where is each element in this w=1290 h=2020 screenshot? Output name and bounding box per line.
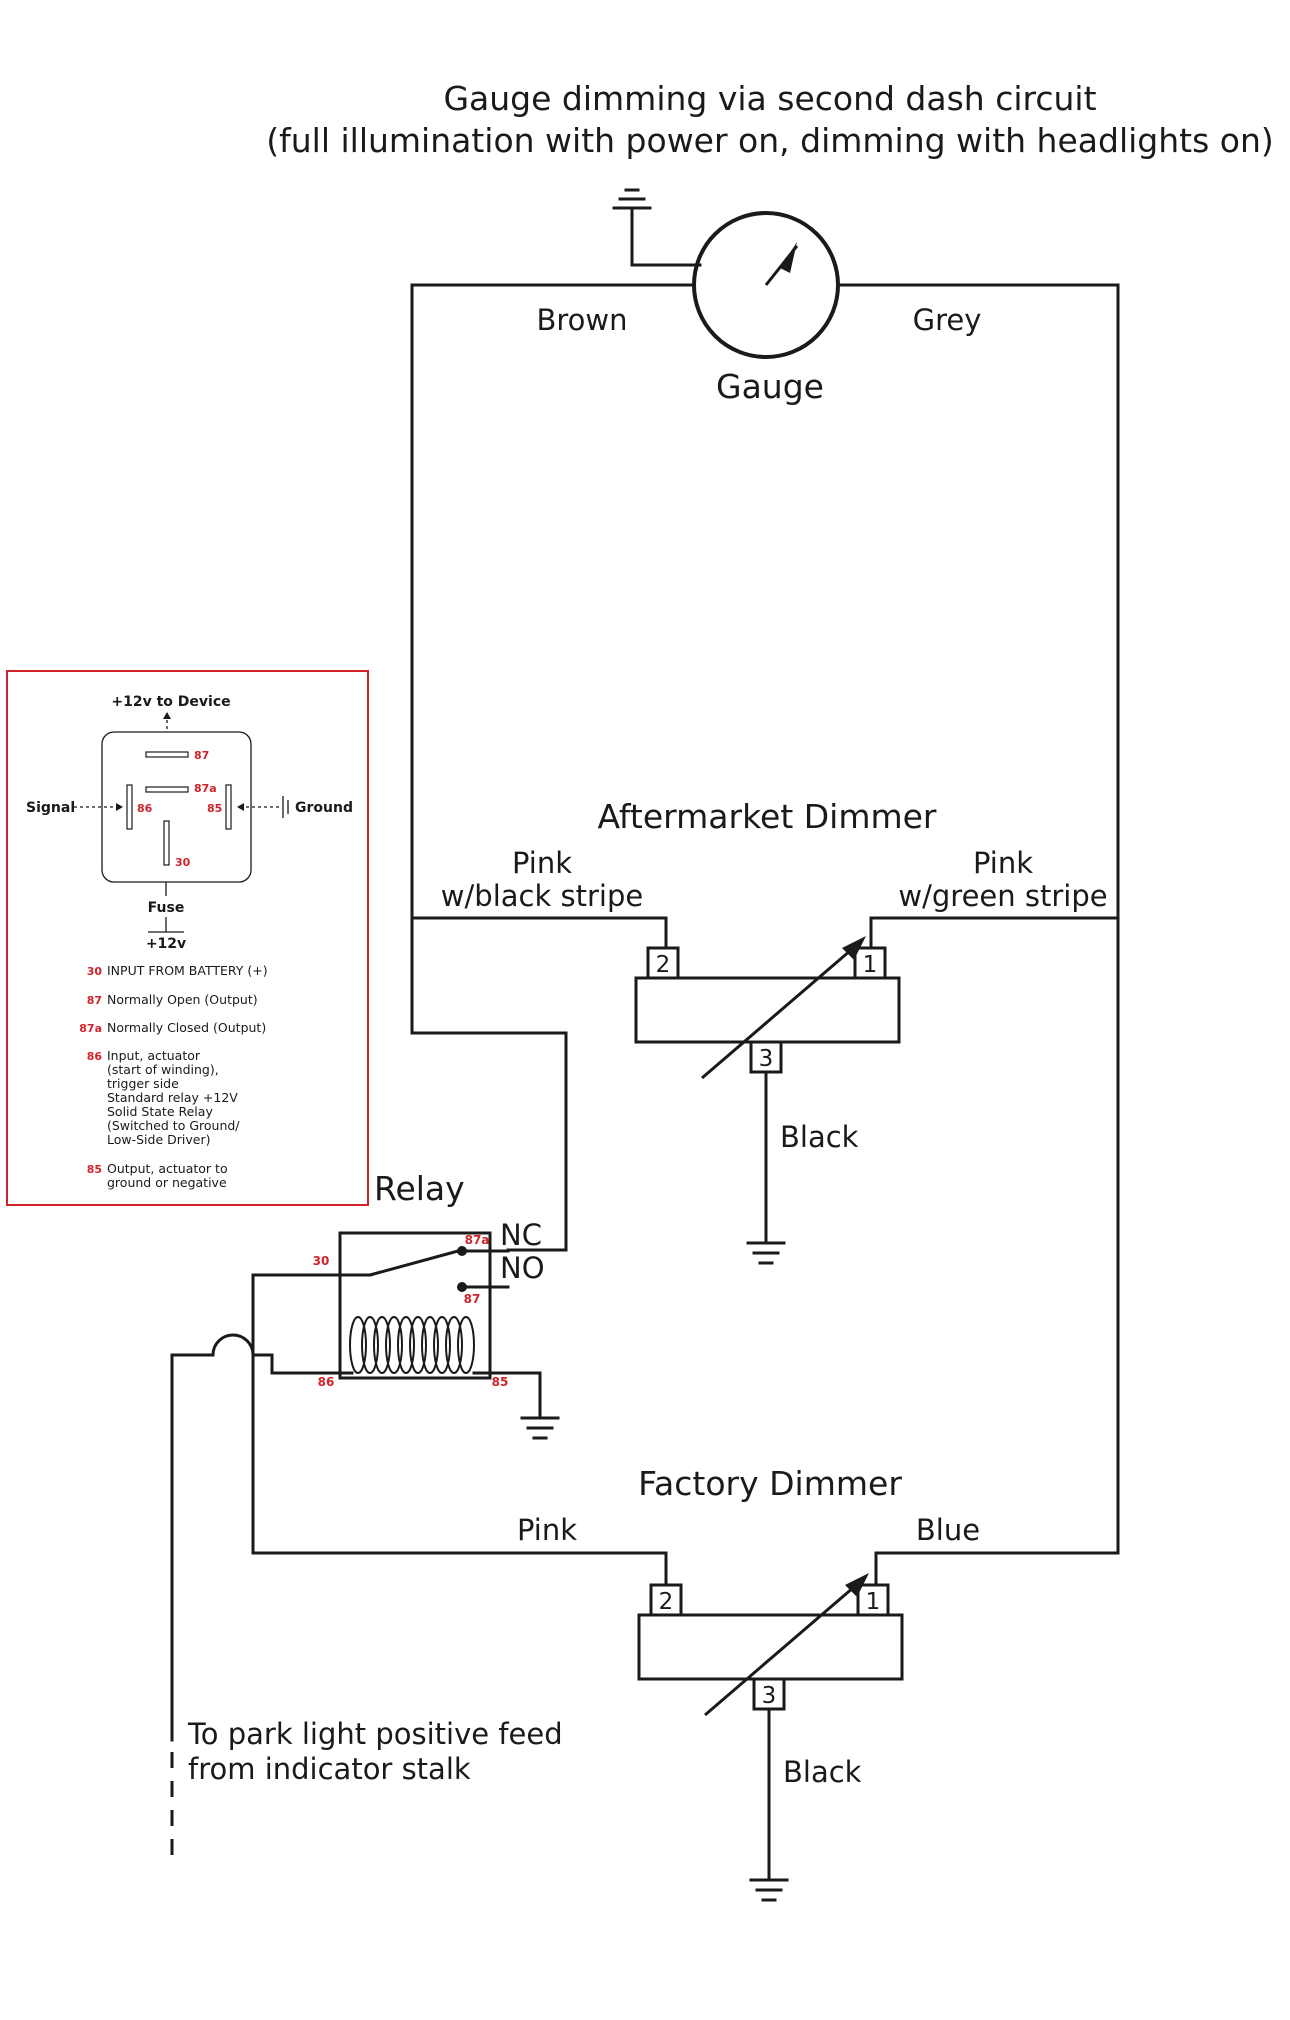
legend-entry-text: Normally Open (Output) <box>107 992 258 1007</box>
title-line-2: (full illumination with power on, dimmin… <box>266 121 1274 160</box>
factory-dimmer-title: Factory Dimmer <box>638 1464 902 1503</box>
legend-signal-arrow-icon <box>116 803 123 811</box>
legend-entry-text: (Switched to Ground/ <box>107 1118 240 1133</box>
legend-entry-text: INPUT FROM BATTERY (+) <box>107 963 268 978</box>
relay-no-label: NO <box>500 1251 545 1285</box>
legend-entry-pin: 87 <box>87 994 102 1007</box>
relay-nc-label: NC <box>500 1218 542 1252</box>
gauge-needle-tip <box>780 242 797 273</box>
gauge-label: Gauge <box>716 367 824 406</box>
aftermarket-pin-3-box <box>749 1040 783 1074</box>
wire-label-grey: Grey <box>913 303 982 337</box>
factory-variable-resistor-arrow-icon <box>704 1573 869 1717</box>
relay-pinout-legend: +12v to Device 87 87a 86 85 30 Signal Gr… <box>6 670 369 1206</box>
wire-label-pink-green-2: w/green stripe <box>898 879 1107 913</box>
legend-entry-text: trigger side <box>107 1076 179 1091</box>
aftermarket-pin-2-box <box>646 946 680 980</box>
pink-green-wire <box>869 916 1120 950</box>
legend-pin-87a: 87a <box>194 782 217 795</box>
relay-body <box>251 1231 542 1380</box>
gauge <box>692 211 840 359</box>
relay-pin-85: 85 <box>492 1375 509 1389</box>
legend-entry-text: Output, actuator to <box>107 1161 228 1176</box>
aftermarket-pin-1: 1 <box>863 952 878 978</box>
aftermarket-dimmer-body <box>634 946 901 1074</box>
aftermarket-dimmer-title: Aftermarket Dimmer <box>597 797 936 836</box>
legend-entry-text: (start of winding), <box>107 1062 219 1077</box>
legend-entry-text: Solid State Relay <box>107 1104 213 1119</box>
legend-up-arrow-icon <box>163 712 171 719</box>
relay-label: Relay <box>374 1169 465 1208</box>
legend-bottom-label: +12v <box>146 936 186 952</box>
relay-ground-icon <box>520 1416 560 1440</box>
legend-entry-pin: 87a <box>79 1022 102 1035</box>
relay-pin-87: 87 <box>464 1292 481 1306</box>
factory-pin-1-box <box>856 1583 890 1617</box>
legend-relay-outline <box>101 731 252 883</box>
aftermarket-pin-3: 3 <box>759 1046 774 1072</box>
aftermarket-ground-icon <box>746 1241 786 1265</box>
relay-pin-30: 30 <box>313 1254 330 1268</box>
wire-label-black-1: Black <box>780 1120 859 1154</box>
variable-resistor-arrow-icon <box>701 936 866 1080</box>
gauge-ground-icon <box>612 188 702 267</box>
legend-pin-86: 86 <box>137 802 153 815</box>
wire-label-blue: Blue <box>916 1513 980 1547</box>
brown-wire <box>410 283 696 1252</box>
wire-label-pink-black-2: w/black stripe <box>441 879 643 913</box>
grey-wire <box>836 283 1120 1587</box>
aftermarket-pin-2: 2 <box>656 952 671 978</box>
wire-label-pink-green-1: Pink <box>973 846 1033 880</box>
legend-pin-30: 30 <box>175 856 191 869</box>
legend-pin-87: 87 <box>194 749 209 762</box>
relay-switch-arm <box>369 1249 459 1277</box>
relay-pin-87a: 87a <box>465 1233 490 1247</box>
legend-ground-arrow-icon <box>237 803 244 811</box>
legend-entries: 30 INPUT FROM BATTERY (+) 87 Normally Open … <box>79 963 267 1190</box>
legend-entry-pin: 86 <box>87 1050 103 1063</box>
legend-ground-label: Ground <box>295 800 353 816</box>
pink-black-wire <box>410 916 668 950</box>
title-line-1: Gauge dimming via second dash circuit <box>443 79 1096 118</box>
legend-fuse-label: Fuse <box>148 900 185 916</box>
legend-entry-pin: 30 <box>87 965 103 978</box>
legend-entry-text: Standard relay +12V <box>107 1090 238 1105</box>
legend-entry-pin: 85 <box>87 1163 102 1176</box>
factory-dimmer-body <box>637 1583 904 1711</box>
feed-note-line-2: from indicator stalk <box>188 1752 471 1786</box>
wire-label-pink-black-1: Pink <box>512 846 572 880</box>
relay-pin-86: 86 <box>318 1375 335 1389</box>
legend-pin-85: 85 <box>207 802 222 815</box>
legend-top-label: +12v to Device <box>111 694 230 710</box>
feed-note-line-1: To park light positive feed <box>187 1717 563 1751</box>
legend-entry-text: ground or negative <box>107 1175 227 1190</box>
relay-coil-icon <box>349 1316 475 1374</box>
wire-label-brown: Brown <box>536 303 627 337</box>
legend-entry-text: Low-Side Driver) <box>107 1132 210 1147</box>
legend-entry-text: Input, actuator <box>107 1048 201 1063</box>
park-light-feed-wire <box>170 1333 274 1862</box>
factory-pin-3: 3 <box>762 1683 777 1709</box>
aftermarket-pin-1-box <box>853 946 887 980</box>
factory-pin-2-box <box>649 1583 683 1617</box>
wire-label-black-2: Black <box>783 1755 862 1789</box>
legend-entry-text: Normally Closed (Output) <box>107 1020 266 1035</box>
wire-label-pink: Pink <box>517 1513 577 1547</box>
pink-wire <box>251 1273 668 1587</box>
factory-ground-icon <box>749 1878 789 1902</box>
factory-pin-1: 1 <box>866 1589 881 1615</box>
factory-pin-2: 2 <box>659 1589 674 1615</box>
legend-signal-label: Signal <box>26 800 75 816</box>
